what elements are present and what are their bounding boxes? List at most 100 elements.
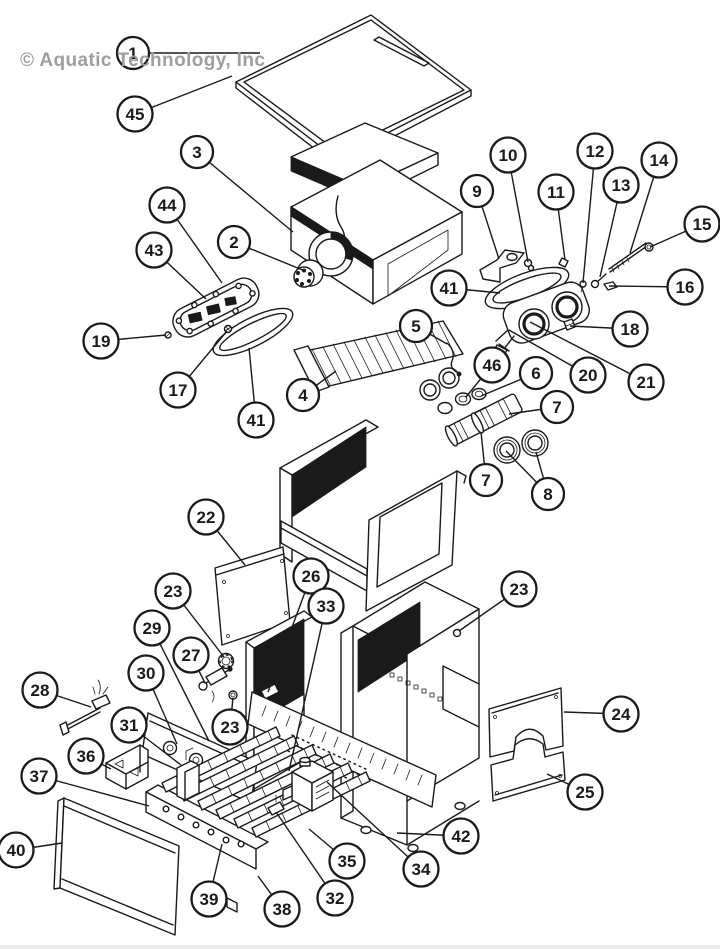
callout-number: 23 (510, 580, 529, 599)
callout-circle (292, 557, 330, 595)
callout-4: 4 (285, 370, 337, 413)
callout-circle (187, 498, 225, 536)
part-burner-tray (145, 726, 371, 913)
callout-circle (154, 572, 192, 610)
callout-5: 5 (398, 308, 448, 345)
callout-17: 17 (159, 330, 228, 409)
callout-18: 18 (569, 310, 649, 348)
callout-circle (67, 737, 105, 775)
callout-number: 12 (586, 142, 605, 161)
callout-number: 13 (612, 176, 631, 195)
callout-number: 32 (326, 889, 345, 908)
callout-number: 16 (676, 278, 695, 297)
callout-33: 33 (288, 587, 345, 772)
callout-circle (110, 706, 148, 744)
callout-number: 1 (128, 44, 137, 63)
cabinet-foot (454, 801, 466, 811)
callout-29: 29 (133, 609, 210, 742)
callout-circle (21, 671, 59, 709)
leader-line (151, 627, 210, 742)
cabinet-foot (407, 843, 419, 853)
callout-38: 38 (257, 875, 301, 928)
callout-circle (500, 570, 538, 608)
callout-27: 27 (172, 636, 210, 684)
part-heat-exchanger (293, 320, 487, 415)
callout-number: 44 (158, 196, 177, 215)
callout-number: 9 (472, 182, 481, 201)
callout-30: 30 (127, 654, 178, 745)
part-union-tailpieces (444, 393, 523, 447)
callout-41: 41 (237, 347, 275, 439)
callout-number: 43 (145, 241, 164, 260)
callout-circle (576, 132, 614, 170)
part-inner-jacket (245, 610, 437, 808)
callout-39: 39 (190, 843, 228, 918)
cabinet-grommet (452, 628, 462, 638)
part-control-panel (141, 712, 258, 804)
callout-3: 3 (179, 134, 294, 233)
callout-number: 14 (650, 151, 669, 170)
callout-circle (666, 268, 704, 306)
burner-orifice (177, 813, 185, 821)
callout-number: 25 (576, 783, 595, 802)
sensor-wire (446, 342, 460, 374)
callout-number: 35 (338, 852, 357, 871)
callout-13: 13 (599, 166, 640, 278)
part-burner-cover (172, 277, 260, 338)
leader-line (38, 775, 150, 807)
part-pilot-assembly (59, 679, 111, 736)
callout-35: 35 (308, 828, 366, 880)
callout-number: 7 (552, 398, 561, 417)
callout-23: 23 (154, 572, 225, 658)
leader-line (582, 150, 596, 284)
callout-44: 44 (148, 186, 223, 284)
callout-circle (115, 35, 151, 71)
callout-circle (398, 308, 434, 344)
callout-number: 4 (298, 386, 308, 405)
callout-number: 20 (579, 366, 598, 385)
callout-23: 23 (458, 570, 538, 632)
burner-orifice (237, 840, 245, 848)
o-ring (471, 387, 487, 401)
callout-37: 37 (20, 757, 150, 807)
callout-number: 21 (637, 373, 656, 392)
callout-number: 2 (229, 233, 238, 252)
callout-number: 29 (143, 619, 162, 638)
part-bracket (105, 744, 149, 790)
callout-number: 36 (77, 747, 96, 766)
callout-number: 41 (247, 411, 266, 430)
callout-number: 30 (137, 664, 156, 683)
callout-circle (116, 95, 154, 133)
part-thermostat-well (198, 666, 233, 703)
callout-number: 42 (452, 827, 471, 846)
callout-circle (530, 476, 566, 512)
leader-line (196, 151, 294, 233)
part-header-fasteners (523, 242, 654, 331)
callout-circle (539, 389, 575, 425)
callout-28: 28 (21, 671, 92, 709)
callout-8: 8 (505, 450, 566, 512)
callout-7: 7 (468, 431, 504, 498)
callout-23: 23 (211, 697, 249, 746)
burner-orifice (207, 828, 215, 836)
callout-number: 18 (621, 320, 640, 339)
part-burner-gasket (212, 307, 294, 357)
pilot-burner (267, 801, 285, 816)
callout-21: 21 (529, 321, 665, 401)
callout-25: 25 (546, 773, 604, 811)
callout-circle (148, 186, 186, 224)
part-header-bracket (479, 249, 525, 283)
callout-number: 11 (547, 183, 565, 202)
callout-11: 11 (537, 173, 575, 261)
leader-line (267, 575, 312, 693)
callout-42: 42 (396, 817, 480, 855)
callout-circle (179, 134, 215, 170)
leader-line (288, 605, 327, 772)
callout-22: 22 (187, 498, 246, 566)
callout-number: 22 (197, 508, 216, 527)
callout-1: 1 (115, 35, 260, 71)
callout-number: 3 (192, 143, 201, 162)
callout-number: 10 (499, 146, 518, 165)
callout-number: 7 (481, 471, 490, 490)
